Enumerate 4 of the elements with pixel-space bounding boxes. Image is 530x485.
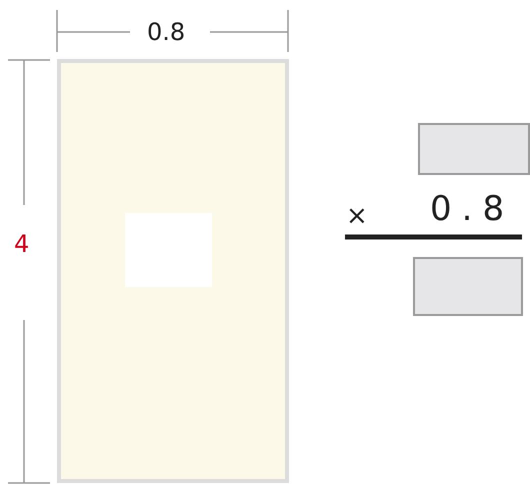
- times-sign: ×: [346, 203, 368, 229]
- height-label: 4: [14, 232, 30, 256]
- multiplier: 0.8: [430, 192, 514, 226]
- width-label: 0.8: [147, 20, 186, 44]
